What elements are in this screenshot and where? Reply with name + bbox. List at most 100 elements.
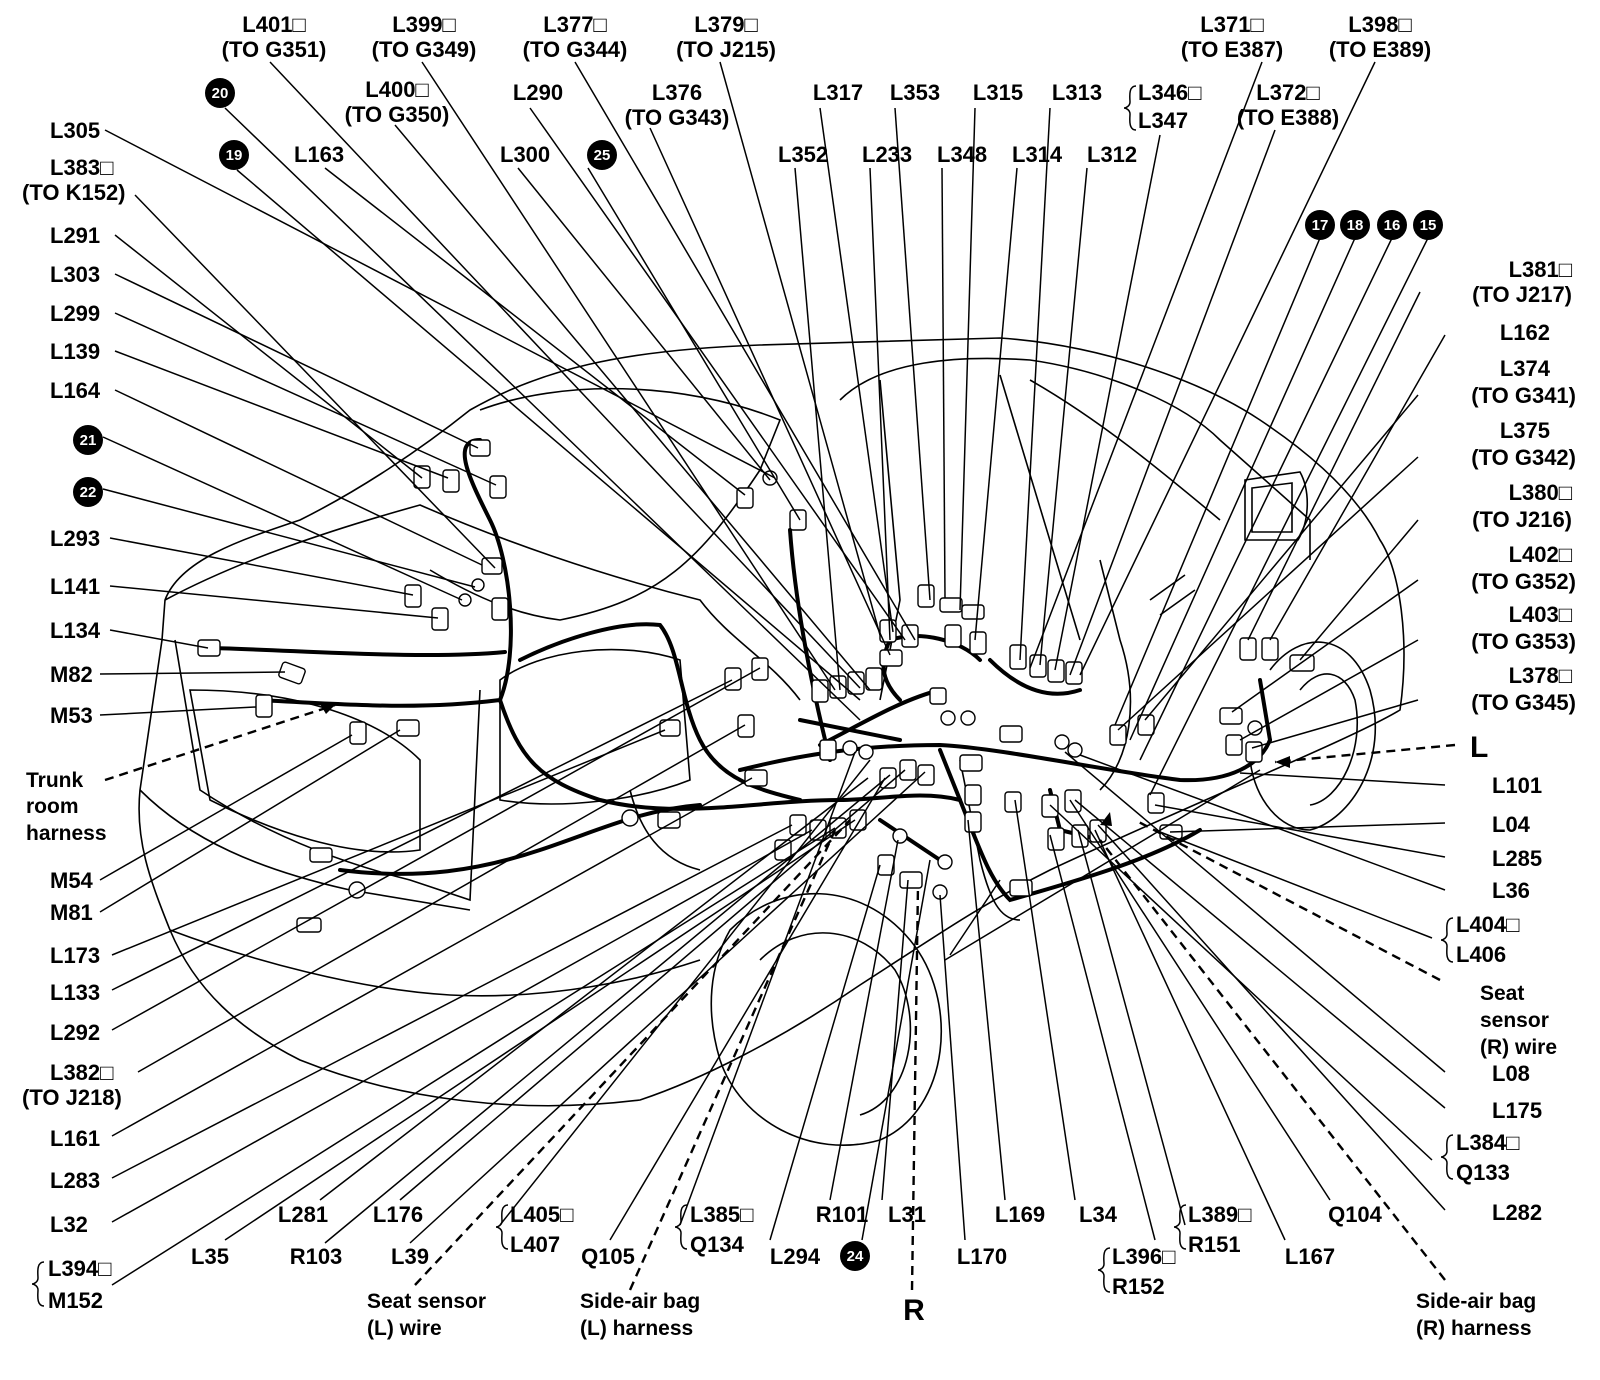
side-air-bag-l-line1: Side-air bag — [580, 1290, 700, 1313]
label-Q133: Q133 — [1456, 1160, 1510, 1185]
label-L281: L281 — [278, 1202, 328, 1227]
label-L04: L04 — [1492, 812, 1531, 837]
dashed-callouts — [104, 703, 1456, 1291]
side-air-bag-l-line2: (L) harness — [580, 1317, 693, 1340]
label-L32: L32 — [50, 1212, 88, 1237]
label-L164: L164 — [50, 378, 101, 403]
label-L379: L379□ — [694, 12, 757, 37]
label-to-G343: (TO G343) — [625, 105, 730, 130]
label-L403: L403□ — [1509, 602, 1572, 627]
label-L39: L39 — [391, 1244, 429, 1269]
label-R151: R151 — [1188, 1232, 1241, 1257]
side-air-bag-r-line2: (R) harness — [1416, 1317, 1532, 1340]
label-L141: L141 — [50, 574, 100, 599]
label-L371: L371□ — [1200, 12, 1263, 37]
label-L176: L176 — [373, 1202, 423, 1227]
label-L101: L101 — [1492, 773, 1542, 798]
label-Q105: Q105 — [581, 1244, 635, 1269]
label-to-G342: (TO G342) — [1471, 445, 1576, 470]
label-L313: L313 — [1052, 80, 1102, 105]
side-air-bag-r-line1: Side-air bag — [1416, 1290, 1536, 1313]
seat-sensor-r-line2: sensor — [1480, 1009, 1549, 1032]
seat-sensor-l-line2: (L) wire — [367, 1317, 442, 1340]
label-L375: L375 — [1500, 418, 1550, 443]
label-L399: L399□ — [392, 12, 455, 37]
label-L382: L382□ — [50, 1060, 113, 1085]
label-L374: L374 — [1500, 356, 1551, 381]
seat-sensor-r-line3: (R) wire — [1480, 1036, 1557, 1059]
label-M54: M54 — [50, 868, 94, 893]
labels-left: L383□ (TO K152) L291 L303 L299 L139 L164… — [22, 155, 126, 1313]
label-to-E387: (TO E387) — [1181, 37, 1283, 62]
seat-sensor-r-line1: Seat — [1480, 982, 1524, 1005]
labels-bottom: L35 L281 R103 L176 L39 L405□ L407 Q105 L… — [191, 1202, 1383, 1299]
label-L376: L376 — [652, 80, 702, 105]
callout-text: Trunk room harness Seat sensor (R) wire … — [26, 769, 1557, 1340]
svg-text:24: 24 — [847, 1248, 864, 1265]
label-L317: L317 — [813, 80, 863, 105]
label-L405: L405□ — [510, 1202, 573, 1227]
label-L139: L139 — [50, 339, 100, 364]
label-R103: R103 — [290, 1244, 343, 1269]
label-L348: L348 — [937, 142, 987, 167]
label-L292: L292 — [50, 1020, 100, 1045]
badge-19: 19 — [219, 140, 249, 170]
label-L169: L169 — [995, 1202, 1045, 1227]
svg-text:18: 18 — [1347, 217, 1364, 234]
svg-text:20: 20 — [212, 85, 229, 102]
label-L383: L383□ — [50, 155, 113, 180]
svg-text:21: 21 — [80, 432, 97, 449]
label-L134: L134 — [50, 618, 101, 643]
label-L398: L398□ — [1348, 12, 1411, 37]
label-L08: L08 — [1492, 1061, 1530, 1086]
trunk-room-harness-line1: Trunk — [26, 769, 83, 792]
label-L347: L347 — [1138, 108, 1188, 133]
badge-21: 21 — [73, 425, 103, 455]
label-L378: L378□ — [1509, 663, 1572, 688]
label-L34: L34 — [1079, 1202, 1118, 1227]
vehicle-body-outline — [138, 337, 1405, 1146]
label-L35: L35 — [191, 1244, 229, 1269]
label-to-J218: (TO J218) — [22, 1085, 122, 1110]
label-L396: L396□ — [1112, 1244, 1175, 1269]
label-L294: L294 — [770, 1244, 821, 1269]
badge-18: 18 — [1340, 210, 1370, 240]
badge-16: 16 — [1377, 210, 1407, 240]
label-L133: L133 — [50, 980, 100, 1005]
label-L291: L291 — [50, 223, 100, 248]
svg-text:25: 25 — [594, 147, 611, 164]
label-to-G353: (TO G353) — [1471, 629, 1576, 654]
label-L389: L389□ — [1188, 1202, 1251, 1227]
label-L380: L380□ — [1509, 480, 1572, 505]
badge-24: 24 — [840, 1241, 870, 1271]
label-L283: L283 — [50, 1168, 100, 1193]
label-L170: L170 — [957, 1244, 1007, 1269]
label-L282: L282 — [1492, 1200, 1542, 1225]
label-to-G352: (TO G352) — [1471, 569, 1576, 594]
label-L312: L312 — [1087, 142, 1137, 167]
label-M152: M152 — [48, 1288, 103, 1313]
label-L175: L175 — [1492, 1098, 1542, 1123]
label-L377: L377□ — [543, 12, 606, 37]
label-Q134: Q134 — [690, 1232, 745, 1257]
badge-17: 17 — [1305, 210, 1335, 240]
label-L31: L31 — [888, 1202, 926, 1227]
label-L402: L402□ — [1509, 542, 1572, 567]
connectors — [197, 439, 1315, 933]
label-L300: L300 — [500, 142, 550, 167]
labels-top: L401□ (TO G351) L399□ (TO G349) L377□ (T… — [50, 12, 1431, 167]
label-L406: L406 — [1456, 942, 1506, 967]
label-L303: L303 — [50, 262, 100, 287]
labels-right: L381□ (TO J217) L162 L374 (TO G341) L375… — [903, 257, 1576, 1327]
label-L293: L293 — [50, 526, 100, 551]
label-side-R: R — [903, 1294, 925, 1327]
label-L353: L353 — [890, 80, 940, 105]
label-L315: L315 — [973, 80, 1023, 105]
label-to-G349: (TO G349) — [372, 37, 477, 62]
label-M81: M81 — [50, 900, 93, 925]
label-L404: L404□ — [1456, 912, 1519, 937]
label-side-L: L — [1470, 731, 1488, 764]
svg-text:15: 15 — [1420, 217, 1437, 234]
label-L372: L372□ — [1256, 80, 1319, 105]
label-L162: L162 — [1500, 320, 1550, 345]
